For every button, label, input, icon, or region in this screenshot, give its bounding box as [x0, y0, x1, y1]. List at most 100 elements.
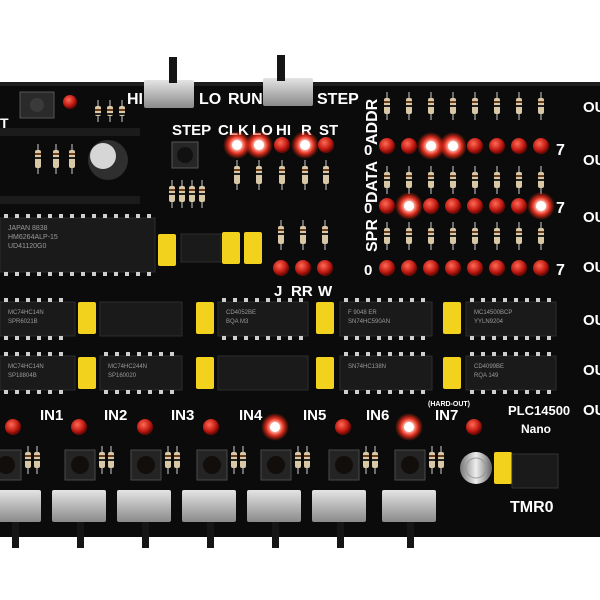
status-led-clk	[223, 131, 251, 159]
resistor	[538, 222, 544, 250]
ic-chip-unmarked	[99, 301, 183, 337]
step-switch-label: STEP	[317, 91, 359, 108]
input-button-1[interactable]	[64, 449, 96, 481]
status-led-hi	[274, 137, 290, 153]
spr-led-1	[401, 260, 417, 276]
spr-led-4	[467, 260, 483, 276]
chip-marking: SP18804B	[8, 373, 37, 379]
status-led-r	[291, 131, 319, 159]
capacitor	[196, 357, 214, 389]
lo-label: LO	[199, 91, 221, 108]
resistor	[240, 446, 246, 474]
resistor	[322, 220, 328, 250]
in7-label: IN7	[435, 407, 458, 424]
register-led-j	[273, 260, 289, 276]
resistor	[450, 92, 456, 120]
j-label: J	[274, 283, 282, 300]
in3-label: IN3	[171, 407, 194, 424]
status-led-lo	[245, 131, 273, 159]
spr-bit7-label: 7	[556, 262, 565, 279]
run-step-switch[interactable]	[263, 55, 313, 106]
in6-label: IN6	[366, 407, 389, 424]
resistor	[279, 160, 285, 190]
input-button-6[interactable]	[394, 449, 426, 481]
input-toggle-switch-1[interactable]	[52, 490, 106, 548]
input-toggle-switch-3[interactable]	[182, 490, 236, 548]
step-button-label: STEP	[172, 122, 211, 139]
step-button[interactable]	[171, 141, 199, 169]
chip-marking: SP160020	[108, 373, 137, 379]
pin-header-left	[0, 128, 140, 204]
addr-led-3	[439, 132, 467, 160]
hi-lo-switch[interactable]	[144, 57, 194, 108]
spr-led-0	[379, 260, 395, 276]
data-led-1	[395, 192, 423, 220]
chip-marking: F 9048 ER	[348, 310, 377, 316]
r-status-label: R	[301, 122, 312, 139]
run-label: RUN	[228, 91, 263, 108]
reset-button[interactable]	[19, 91, 55, 119]
power-led	[63, 95, 77, 109]
in4-label: IN4	[239, 407, 263, 424]
input-button-4[interactable]	[260, 449, 292, 481]
resistor	[99, 446, 105, 474]
chip-marking: YYLN9204	[474, 319, 504, 325]
capacitor	[196, 302, 214, 334]
resistor	[231, 446, 237, 474]
resistor	[179, 180, 185, 208]
data-led-2	[423, 198, 439, 214]
input-toggle-switch-2[interactable]	[117, 490, 171, 548]
chip-marking: JAPAN 8838	[8, 225, 48, 232]
capacitor	[222, 232, 240, 264]
out-label-0: OU	[583, 99, 600, 116]
board-variant: Nano	[521, 422, 551, 436]
capacitor	[494, 452, 512, 484]
resistor	[108, 446, 114, 474]
input-button-0[interactable]	[0, 449, 22, 481]
addr-led-7	[533, 138, 549, 154]
resistor	[429, 446, 435, 474]
chip-marking: HM6264ALP-15	[8, 234, 58, 241]
capacitor	[78, 357, 96, 389]
input-button-2[interactable]	[130, 449, 162, 481]
input-toggle-switch-4[interactable]	[247, 490, 301, 548]
input-button-5[interactable]	[328, 449, 360, 481]
resistor	[428, 166, 434, 194]
resistor	[199, 180, 205, 208]
input-button-3[interactable]	[196, 449, 228, 481]
resistor	[516, 222, 522, 250]
resistor	[406, 166, 412, 194]
chip-marking: MC74HC14N	[8, 364, 44, 370]
input-toggle-switch-5[interactable]	[312, 490, 366, 548]
resistor	[428, 92, 434, 120]
resistor	[450, 222, 456, 250]
crystal-can	[88, 140, 128, 180]
input-toggle-switch-6[interactable]	[382, 490, 436, 548]
in7-note: (HARD-OUT)	[428, 401, 470, 408]
resistor	[516, 92, 522, 120]
resistor	[384, 166, 390, 194]
ic-chip-ic-5: MC74HC14N SP18804B	[0, 352, 76, 394]
rr-label: RR	[291, 283, 313, 300]
addr-led-2	[417, 132, 445, 160]
resistor	[302, 160, 308, 190]
timer-chip	[511, 453, 559, 489]
spr-bit0-label: 0	[364, 262, 372, 279]
input-toggle-switch-0[interactable]	[0, 490, 41, 548]
capacitor	[316, 302, 334, 334]
svg-text:T: T	[0, 115, 9, 131]
out-label-3: OU	[583, 259, 600, 276]
resistor	[25, 446, 31, 474]
data-bit0-label: 0	[364, 200, 372, 217]
data-led-5	[489, 198, 505, 214]
resistor	[53, 144, 59, 174]
resistor	[494, 222, 500, 250]
chip-marking: MC14500BCP	[474, 310, 512, 316]
data-label: DATA	[364, 160, 381, 203]
resistor	[107, 100, 113, 122]
